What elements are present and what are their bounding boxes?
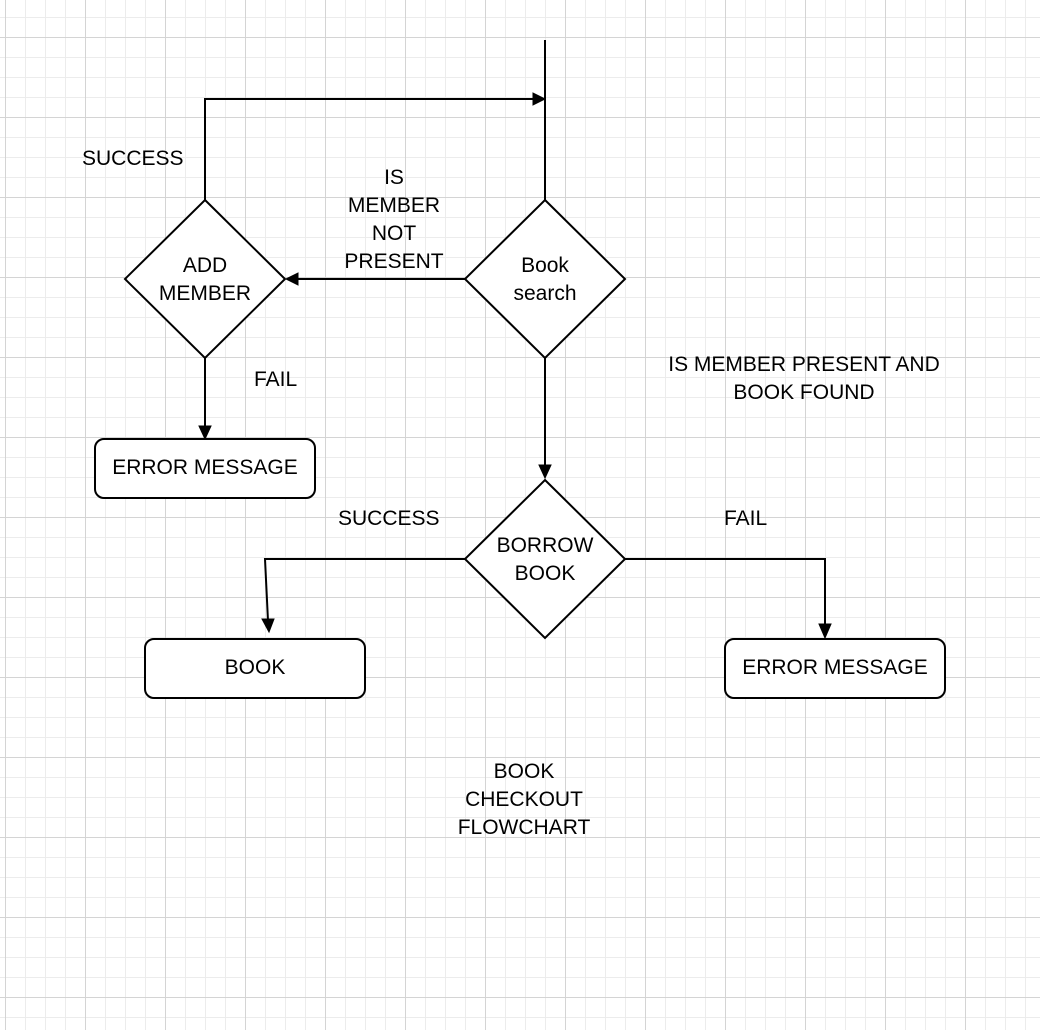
add-member-decision[interactable] xyxy=(123,198,287,360)
book-box[interactable] xyxy=(144,638,366,699)
add-member-label: ADD MEMBER xyxy=(158,254,252,305)
arrowhead-member-present-book-found xyxy=(538,464,552,480)
error-message-box-top[interactable] xyxy=(94,438,316,499)
book-search-label: Book search xyxy=(513,254,577,305)
borrow-book-decision[interactable] xyxy=(463,478,627,640)
add-member-success-label: SUCCESS xyxy=(82,147,184,170)
error-message-box-right[interactable] xyxy=(724,638,946,699)
edge-borrow-fail xyxy=(625,558,826,626)
member-not-present-label: IS MEMBER NOT PRESENT xyxy=(344,166,444,273)
error-message-top-label: ERROR MESSAGE xyxy=(112,456,298,479)
borrow-fail-label: FAIL xyxy=(724,507,768,530)
arrowhead-add-member-fail xyxy=(198,425,212,441)
edge-borrow-success xyxy=(263,558,465,622)
book-search-decision[interactable] xyxy=(463,198,627,360)
arrowhead-member-not-present xyxy=(284,272,299,286)
borrow-book-label: BORROW BOOK xyxy=(496,534,594,585)
arrowhead-borrow-fail xyxy=(818,623,832,640)
arrowhead-add-member-success xyxy=(532,92,547,106)
edge-add-member-success xyxy=(204,98,536,200)
book-result-label: BOOK xyxy=(224,656,286,679)
arrowhead-borrow-success xyxy=(261,618,275,634)
add-member-fail-label: FAIL xyxy=(254,368,298,391)
flowchart-caption: BOOK CHECKOUT FLOWCHART xyxy=(457,760,591,839)
borrow-success-label: SUCCESS xyxy=(338,507,440,530)
error-message-right-label: ERROR MESSAGE xyxy=(742,656,928,679)
member-present-book-found-label: IS MEMBER PRESENT AND BOOK FOUND xyxy=(668,353,940,404)
